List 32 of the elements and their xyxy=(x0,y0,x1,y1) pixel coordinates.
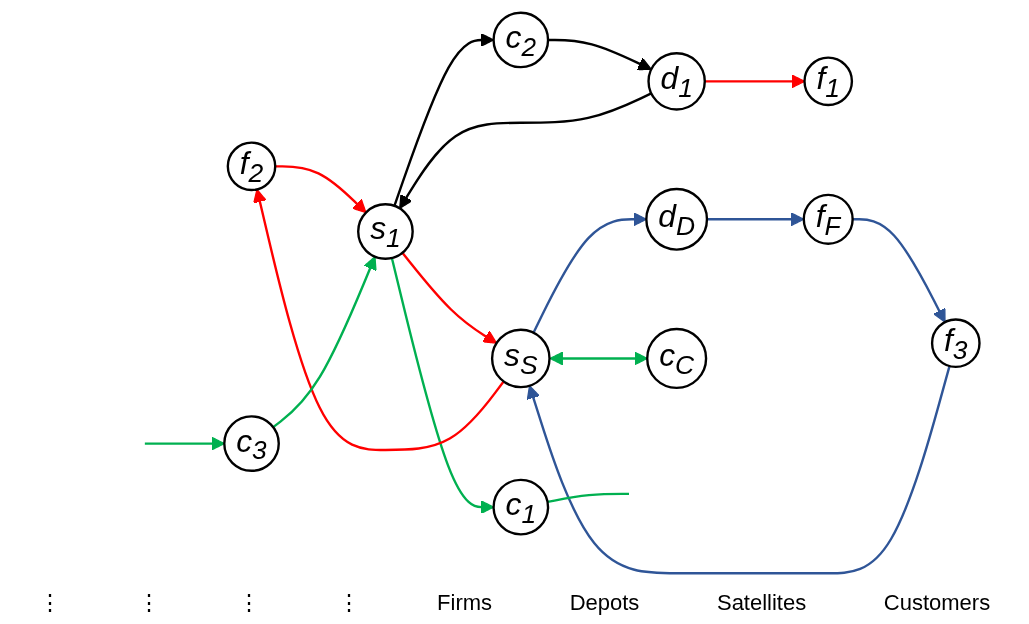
node-circle: s$_{1}$ xyxy=(357,203,414,260)
node-circle: c$_{C}$ xyxy=(646,327,708,390)
arrow xyxy=(253,188,505,452)
arrow xyxy=(399,92,652,209)
node-circle: s$_{S}$ xyxy=(490,328,551,389)
node-circle: c$_{1}$ xyxy=(492,478,550,536)
arrow xyxy=(532,212,647,334)
arrow xyxy=(548,38,652,71)
node-circle: c$_{2}$ xyxy=(492,11,550,69)
node-circle: f$_{3}$ xyxy=(930,318,981,369)
node-circle: c$_{3}$ xyxy=(223,415,280,472)
ellipsis-mark: ⋮ xyxy=(337,590,360,616)
arrow xyxy=(401,252,498,344)
column-label: Satellites xyxy=(716,590,807,616)
connector xyxy=(547,492,629,504)
node-circle: d$_{D}$ xyxy=(645,187,709,251)
node-circle: f$_{2}$ xyxy=(226,141,277,192)
ellipsis-mark: ⋮ xyxy=(138,590,161,616)
arrow xyxy=(852,218,946,323)
column-label: Customers xyxy=(883,590,991,616)
arrow xyxy=(526,365,951,575)
ellipsis-mark: ⋮ xyxy=(38,590,61,616)
column-label: Firms xyxy=(437,590,493,616)
column-label: Depots xyxy=(569,590,640,616)
node-circle: f$_{F}$ xyxy=(802,193,854,245)
node-circle: d$_{1}$ xyxy=(647,52,706,111)
node-circle: f$_{1}$ xyxy=(803,56,854,107)
arrow xyxy=(272,256,377,429)
arrow xyxy=(549,351,648,366)
ellipsis-mark: ⋮ xyxy=(237,590,260,616)
arrow xyxy=(144,436,225,451)
arrow xyxy=(275,165,367,214)
